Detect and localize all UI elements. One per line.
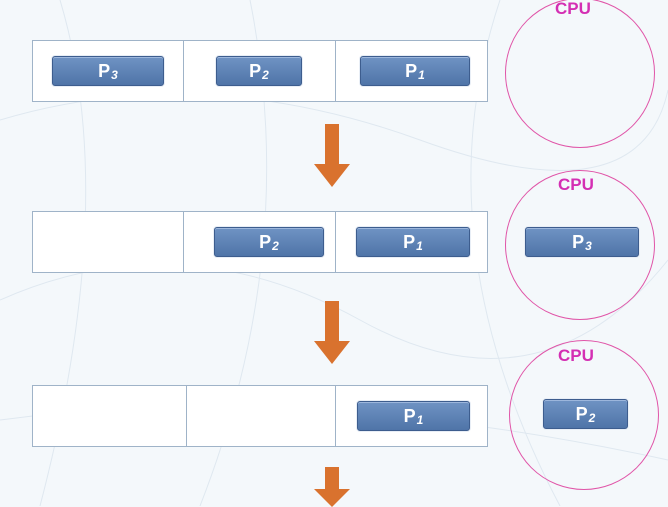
cpu-label: CPU [558, 346, 594, 365]
cpu-circle-stage-2 [505, 170, 655, 320]
down-arrow [314, 124, 350, 187]
queue-divider [335, 212, 336, 272]
queue-divider [335, 41, 336, 101]
down-arrow [314, 467, 350, 507]
cpu-circle-stage-3 [509, 340, 659, 490]
queue-divider [183, 212, 184, 272]
queue-divider [183, 41, 184, 101]
cpu-label: CPU [558, 175, 594, 194]
cpu-label: CPU [555, 0, 591, 18]
queue-divider [186, 386, 187, 446]
queue-divider [335, 386, 336, 446]
cpu-circle-stage-1 [505, 0, 655, 148]
down-arrow [314, 301, 350, 364]
